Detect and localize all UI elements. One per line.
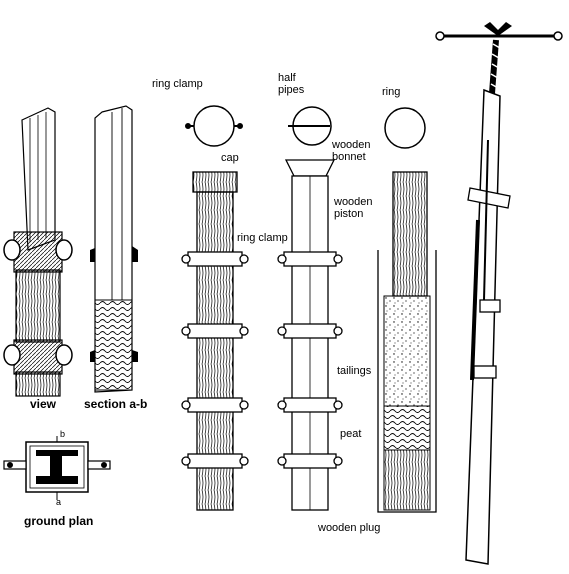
label-half-pipes: half pipes (278, 72, 305, 96)
sampler-with-handle (435, 22, 563, 565)
label-tailings: tailings (337, 365, 372, 377)
pipe-with-piston (377, 171, 437, 513)
label-wooden-bonnet: wooden bonnet (332, 139, 371, 163)
label-wooden-piston: wooden piston (334, 196, 373, 220)
section-ab-drawing (90, 105, 138, 393)
ring-clamp-symbol (185, 105, 243, 147)
label-mark-a: a (56, 497, 62, 507)
label-cap: cap (221, 152, 239, 164)
label-ring-clamp-top: ring clamp (152, 78, 203, 90)
ground-plan-drawing (3, 436, 111, 500)
label-ground-plan: ground plan (24, 514, 94, 528)
label-ring-clamp-mid: ring clamp (237, 232, 288, 244)
label-ring: ring (382, 86, 401, 98)
pipe-with-ring-clamps (181, 171, 249, 511)
label-peat: peat (340, 428, 362, 440)
label-section-ab: section a-b (84, 397, 148, 411)
view-drawing (3, 107, 73, 397)
label-view: view (30, 397, 57, 411)
ring-symbol (384, 107, 426, 149)
label-wooden-plug: wooden plug (318, 522, 381, 534)
pipe-with-half-pipes (277, 159, 343, 511)
label-mark-b: b (60, 429, 66, 439)
half-pipes-symbol (288, 106, 332, 146)
